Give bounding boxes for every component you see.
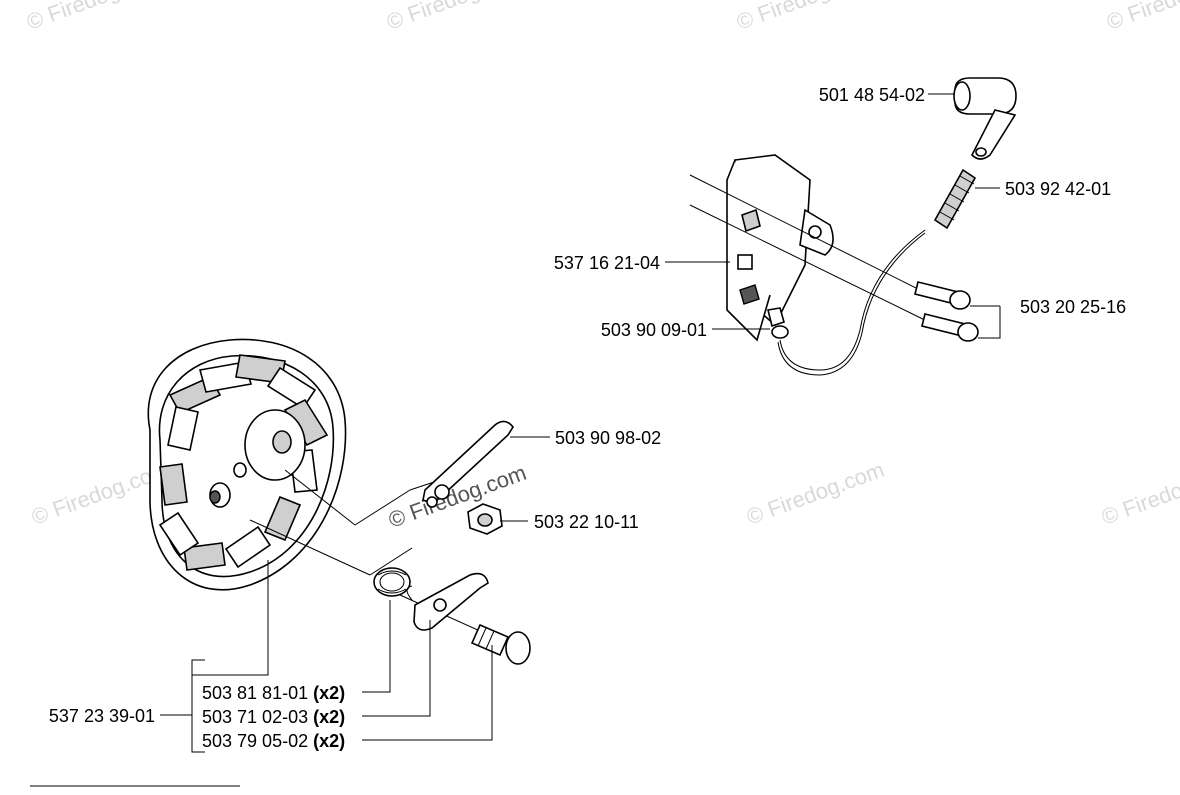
- ignition-module: [726, 154, 926, 376]
- part-number-label: 503 71 02-03 (x2): [202, 707, 345, 727]
- spark-plug-cap: [953, 77, 1017, 160]
- watermark: © Firedog.com: [1103, 0, 1180, 35]
- part-number-label: 503 22 10-11: [534, 512, 639, 532]
- pawl: [406, 572, 489, 631]
- part-number-label: 501 48 54-02: [819, 85, 925, 105]
- part-number-label: 503 81 81-01 (x2): [202, 683, 345, 703]
- hex-nut: [467, 503, 503, 535]
- stop-lever: [422, 420, 514, 508]
- part-quantity: (x2): [313, 731, 345, 751]
- pivot-pin: [470, 623, 531, 665]
- watermark: © Firedog.com: [383, 0, 527, 35]
- terminal-spring: [933, 168, 977, 230]
- part-number: 503 71 02-03: [202, 707, 308, 727]
- flywheel: [147, 338, 347, 591]
- part-number-label: 537 23 39-01: [49, 706, 155, 726]
- part-labels: 501 48 54-02 503 92 42-01 537 16 21-04 5…: [49, 85, 1126, 751]
- spring-ring: [373, 567, 411, 597]
- part-quantity: (x2): [313, 683, 345, 703]
- part-number: 503 81 81-01: [202, 683, 308, 703]
- part-number-label: 503 90 09-01: [601, 320, 707, 340]
- watermark: © Firedog.com: [743, 457, 887, 530]
- screws: [914, 281, 979, 342]
- flywheel-fins: [158, 354, 329, 571]
- watermark: © Firedog.com: [1098, 457, 1180, 530]
- part-number-label: 503 20 25-16: [1020, 297, 1126, 317]
- watermark: © Firedog.com: [733, 0, 877, 35]
- leader-lines: [160, 93, 1001, 753]
- part-number-label: 537 16 21-04: [554, 253, 660, 273]
- part-number: 503 79 05-02: [202, 731, 308, 751]
- module-axis-lines: [689, 174, 936, 326]
- part-number-label: 503 79 05-02 (x2): [202, 731, 345, 751]
- part-quantity: (x2): [313, 707, 345, 727]
- part-number-label: 503 90 98-02: [555, 428, 661, 448]
- watermark: © Firedog.com: [23, 0, 167, 35]
- part-number-label: 503 92 42-01: [1005, 179, 1111, 199]
